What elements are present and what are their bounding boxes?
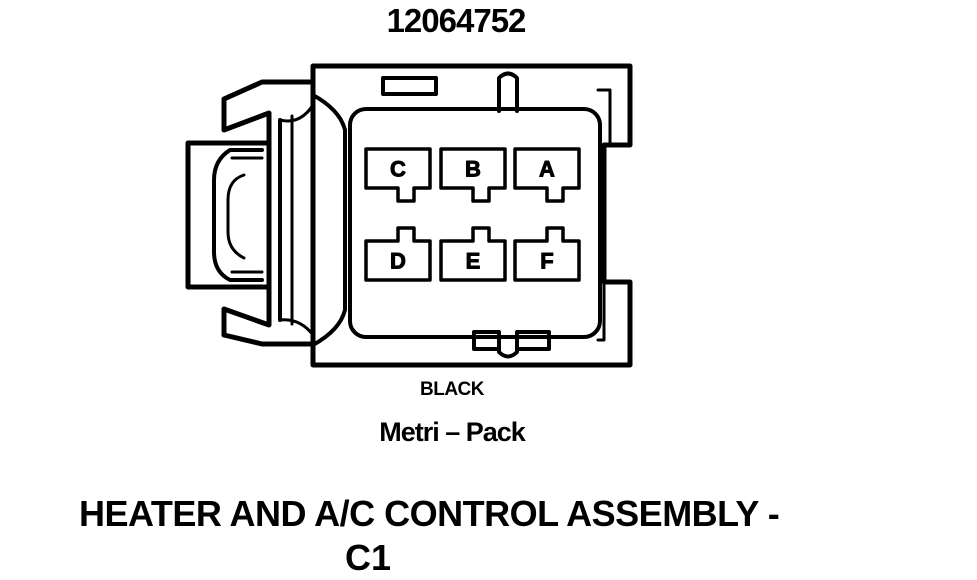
lock-tab-inner-outline — [212, 148, 264, 282]
right-notch-lower — [596, 280, 606, 342]
part-number: 12064752 — [386, 2, 527, 39]
pin-cavity-d — [364, 226, 432, 282]
connector-type: Metri – Pack — [379, 417, 526, 447]
top-keyway — [497, 71, 519, 113]
pin-cavity-e — [439, 226, 507, 282]
right-notch-upper — [596, 88, 612, 147]
caption-connector-id: C1 — [345, 537, 392, 578]
lock-tab — [185, 140, 271, 290]
pin-cavity-c — [364, 147, 432, 203]
caption-title: HEATER AND A/C CONTROL ASSEMBLY - — [79, 493, 780, 534]
pin-cavity-f — [513, 226, 581, 282]
pin-label-e: E — [466, 249, 481, 274]
bottom-keyway — [497, 335, 519, 359]
pin-label-a: A — [539, 157, 555, 182]
bottom-tab-left — [472, 330, 501, 351]
collar-inner-arc — [311, 93, 347, 347]
collar-rib-top — [278, 103, 315, 123]
locking-collar — [221, 79, 316, 347]
pin-cavity-b — [439, 147, 507, 203]
top-latch-window — [381, 76, 438, 96]
pin-cavity — [348, 107, 602, 339]
lock-tab-groove — [226, 173, 246, 260]
pin-label-f: F — [540, 249, 553, 274]
pin-label-d: D — [390, 249, 406, 274]
connector-color: BLACK — [420, 379, 485, 400]
pin-label-c: C — [390, 157, 406, 182]
pin-cavity-a — [513, 147, 581, 203]
pin-label-b: B — [465, 157, 481, 182]
collar-rib-bottom — [278, 318, 315, 337]
bottom-tab-right — [515, 330, 551, 351]
